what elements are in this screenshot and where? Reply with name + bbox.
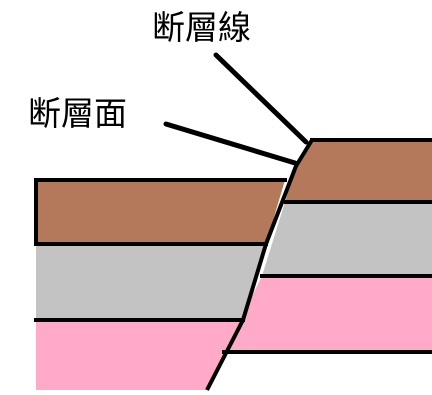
left-top-layer <box>36 180 285 244</box>
right-middle-layer <box>262 202 432 276</box>
fault-plane-leader <box>163 121 298 166</box>
fault-line-label: 断層線 <box>152 8 251 47</box>
right-bottom-layer <box>224 276 432 352</box>
fault-plane-label: 断層面 <box>28 94 127 133</box>
fault-plane-line <box>205 138 314 391</box>
left-middle-layer <box>36 244 266 320</box>
right-block-outline <box>222 138 432 354</box>
left-block-outline <box>34 178 287 322</box>
fault-line-leader <box>213 52 309 145</box>
left-bottom-layer <box>36 320 243 390</box>
right-top-layer <box>285 140 432 202</box>
